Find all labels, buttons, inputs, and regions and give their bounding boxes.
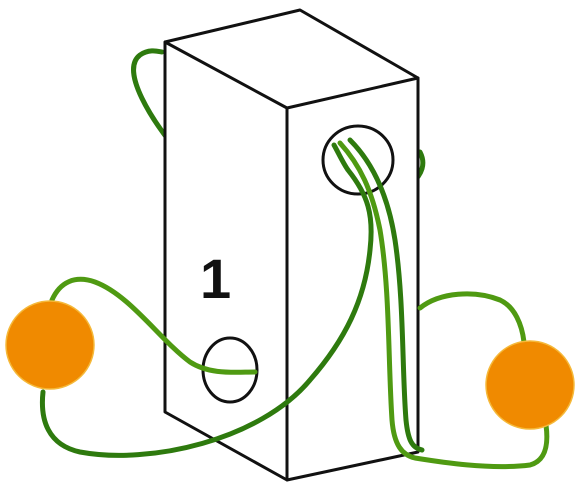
left-ball [6,301,94,389]
cord-right-upper [420,294,524,342]
block-number-label: 1 [200,247,231,310]
right-ball [486,341,574,429]
